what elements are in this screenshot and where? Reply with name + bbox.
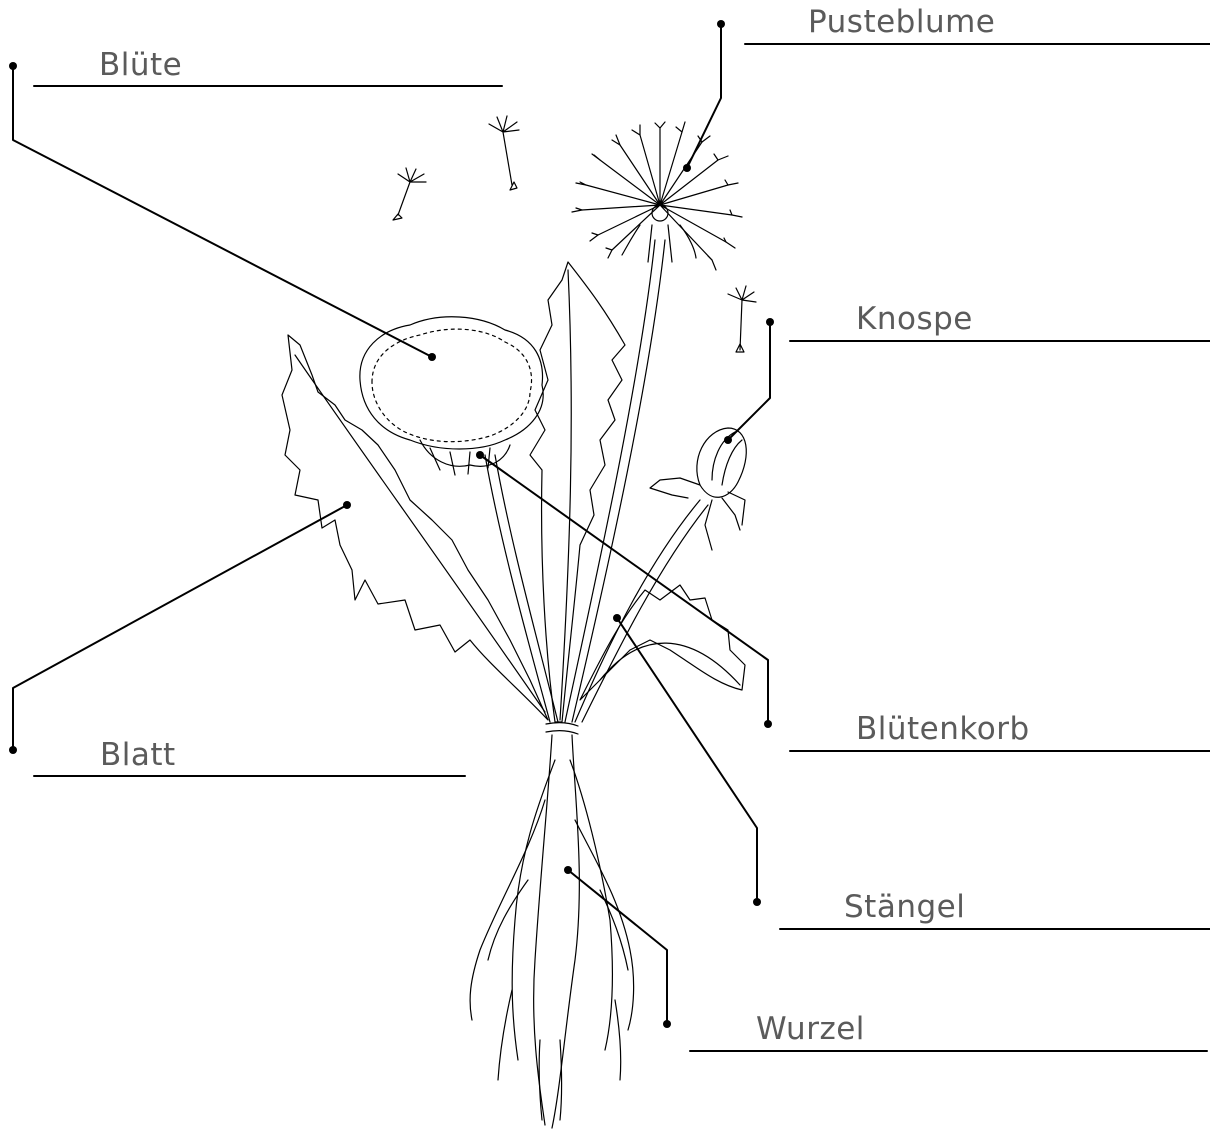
dot-knospe-end [766,318,774,326]
root-collar [546,723,578,734]
label-knospe: Knospe [856,304,973,335]
dot-bluete-target [428,353,436,361]
root-drawing [470,735,634,1128]
flower-stem [485,455,550,722]
puffball-stem [565,240,655,722]
leader-dots [9,20,774,1028]
label-blatt: Blatt [100,740,176,771]
leader-pusteblume [687,24,721,168]
bud-drawing [650,428,746,550]
leader-bluete [13,66,432,357]
leader-blatt [13,505,347,750]
dot-staengel-end [753,898,761,906]
dot-wurzel-end [663,1020,671,1028]
label-bluetenkorb: Blütenkorb [856,714,1030,745]
dandelion-drawing [282,116,756,1128]
dot-staengel-target [613,614,621,622]
label-bluete: Blüte [99,50,182,81]
dot-wurzel-target [564,866,572,874]
bud-stem [575,500,700,722]
left-leaf-drawing [282,335,548,720]
flower-head-drawing [360,317,543,475]
dot-pusteblume-end [717,20,725,28]
dot-bluetenkorb-target [476,451,484,459]
label-staengel: Stängel [844,892,965,923]
leader-knospe [728,322,770,440]
leader-lines [13,24,1210,1051]
dot-blatt-end [9,746,17,754]
right-leaf-drawing [580,585,745,700]
middle-leaf-drawing [530,262,625,722]
puffball-drawing [572,122,742,270]
dot-pusteblume-target [683,164,691,172]
leader-wurzel [568,870,667,1024]
label-pusteblume: Pusteblume [808,7,995,38]
leader-staengel [617,618,757,902]
label-wurzel: Wurzel [756,1014,865,1045]
dot-bluetenkorb-end [764,720,772,728]
dot-knospe-target [724,436,732,444]
dot-blatt-target [343,501,351,509]
dot-bluete-end [9,62,17,70]
